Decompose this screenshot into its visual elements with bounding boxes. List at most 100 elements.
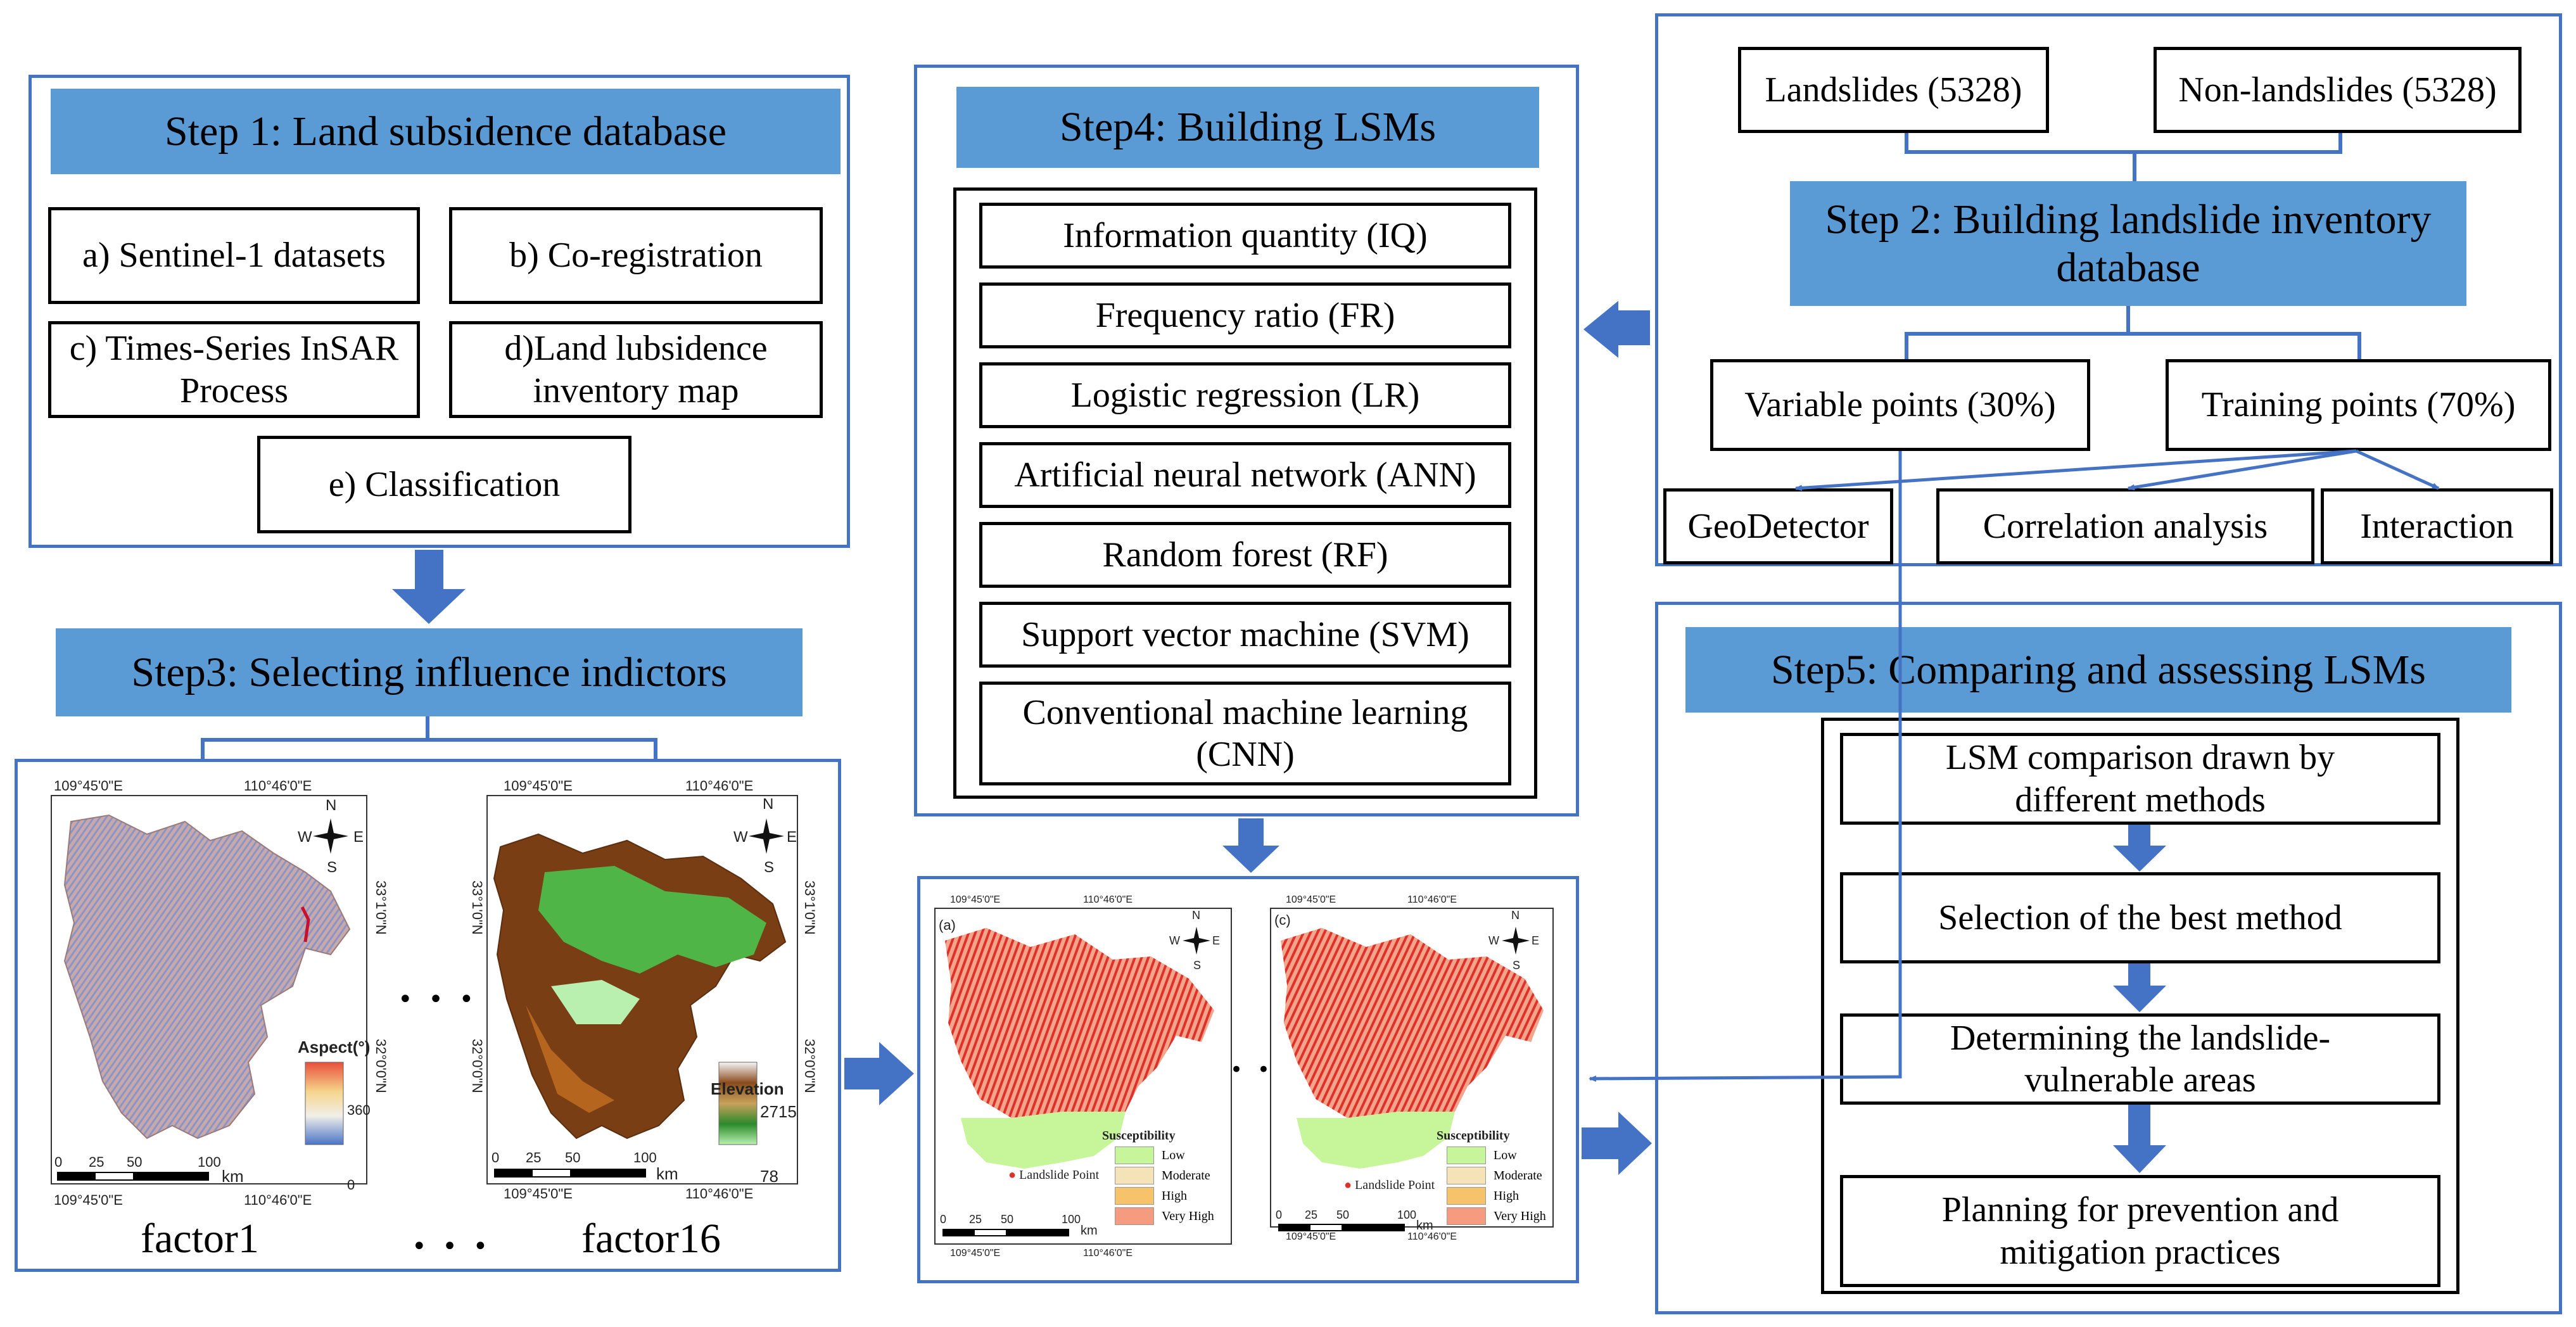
step1-box-a: a) Sentinel-1 datasets	[48, 207, 420, 304]
lsm-c-east: E	[1532, 934, 1540, 947]
f1-scale-50: 50	[127, 1154, 143, 1170]
f1-lat-bottom: 32°0'0"N	[373, 1039, 389, 1093]
f1-west: W	[298, 829, 312, 846]
step1-panel	[29, 75, 850, 548]
compass-icon	[747, 817, 785, 855]
legend-swatch-high	[1115, 1187, 1154, 1205]
f1-south: S	[327, 859, 338, 876]
f1-scale-100: 100	[198, 1154, 221, 1170]
lsm-c-scale-unit: km	[1416, 1219, 1433, 1233]
landslide-point-marker-icon: ●	[1344, 1178, 1355, 1192]
f1-scale-bar	[57, 1172, 209, 1181]
step2-title: Step 2: Building landslide inventory dat…	[1790, 181, 2466, 306]
step5-planning: Planning for prevention and mitigation p…	[1840, 1175, 2440, 1287]
step1-box-b: b) Co-registration	[449, 207, 823, 304]
brace-factors	[201, 716, 657, 759]
f1-lon-left-top: 109°45'0"E	[54, 778, 123, 794]
f16-lon-left-top: 109°45'0"E	[504, 778, 573, 794]
lsm-a-lon-left-bottom: 109°45'0"E	[950, 1248, 1001, 1259]
legend-very-high: Very High	[1494, 1209, 1546, 1223]
training-points-box: Training points (70%)	[2166, 359, 2551, 451]
lsm-c-label: (c)	[1274, 912, 1291, 928]
lsm-c-scale-50: 50	[1336, 1209, 1350, 1221]
f1-scale-unit: km	[222, 1167, 244, 1186]
factor-ellipsis-bottom: • • •	[412, 1232, 492, 1261]
legend-swatch-moderate	[1115, 1167, 1154, 1184]
lsm-c-north: N	[1511, 909, 1520, 922]
step5-best-method: Selection of the best method	[1840, 872, 2440, 963]
f16-lat-top-right: 33°1'0"N	[802, 880, 818, 935]
factor16-label: factor16	[581, 1216, 721, 1262]
f1-lon-right-top: 110°46'0"E	[244, 778, 312, 794]
compass-icon	[312, 817, 350, 855]
step1-box-e: e) Classification	[257, 436, 631, 533]
f1-east: E	[353, 829, 364, 846]
factor1-label: factor1	[141, 1216, 259, 1262]
lsm-c-west: W	[1488, 934, 1499, 947]
lsm-a-landslide-point: ● Landslide Point	[1008, 1168, 1099, 1183]
lsm-c-lon-right: 110°46'0"E	[1407, 894, 1457, 905]
lsm-a-scale-0: 0	[940, 1213, 947, 1226]
landslides-box: Landslides (5328)	[1738, 47, 2049, 133]
factor-ellipsis-top: • • •	[398, 985, 478, 1014]
legend-swatch-low	[1447, 1146, 1486, 1164]
f16-scale-0: 0	[492, 1150, 500, 1165]
step1-box-d: d)Land lubsidence inventory map	[449, 321, 823, 418]
f1-scale-25: 25	[89, 1154, 105, 1170]
lsm-a-susceptibility: Susceptibility	[1102, 1129, 1176, 1143]
elev-legend-label: Elevation	[711, 1079, 784, 1098]
step3-title: Step3: Selecting influence indictors	[56, 628, 803, 716]
legend-moderate: Moderate	[1162, 1168, 1210, 1183]
arrow-results-to-step5	[1582, 1112, 1652, 1175]
step4-panel	[914, 65, 1579, 816]
legend-swatch-moderate	[1447, 1167, 1486, 1184]
step3-panel	[15, 759, 841, 1272]
lsm-c-lon-right-bottom: 110°46'0"E	[1407, 1231, 1457, 1242]
f1-north: N	[326, 797, 337, 814]
f16-lat-bottom: 32°0'0"N	[469, 1039, 485, 1093]
lsm-a-lon-left: 109°45'0"E	[950, 894, 1001, 905]
compass-icon	[1182, 926, 1211, 955]
landslide-point-marker-icon: ●	[1008, 1168, 1020, 1182]
legend-very-high: Very High	[1162, 1209, 1214, 1223]
lsm-a-scale-unit: km	[1081, 1224, 1098, 1238]
step5-comparison: LSM comparison drawn by different method…	[1840, 733, 2440, 825]
f1-lon-right-bottom: 110°46'0"E	[244, 1192, 312, 1208]
aspect-legend-max: 360	[347, 1102, 371, 1118]
lsm-a-label: (a)	[939, 917, 956, 933]
lsm-a-scale-50: 50	[1001, 1213, 1014, 1226]
lsm-c-scale-25: 25	[1305, 1209, 1318, 1221]
step4-title: Step4: Building LSMs	[956, 87, 1539, 168]
legend-high: High	[1494, 1188, 1519, 1203]
method-fr: Frequency ratio (FR)	[979, 283, 1511, 348]
legend-swatch-very-high	[1447, 1207, 1486, 1225]
legend-low: Low	[1162, 1148, 1185, 1162]
variable-points-box: Variable points (30%)	[1710, 359, 2090, 451]
compass-icon	[1501, 926, 1530, 955]
legend-high: High	[1162, 1188, 1187, 1203]
lsm-a-lon-right-bottom: 110°46'0"E	[1083, 1248, 1133, 1259]
legend-moderate: Moderate	[1494, 1168, 1542, 1183]
methods-frame	[953, 187, 1537, 799]
legend-swatch-high	[1447, 1187, 1486, 1205]
lsm-c-south: S	[1513, 959, 1521, 972]
f16-scale-unit: km	[656, 1164, 678, 1183]
method-rf: Random forest (RF)	[979, 522, 1511, 588]
f1-scale-0: 0	[54, 1154, 63, 1170]
lsm-c-landslide-point-text: Landslide Point	[1355, 1178, 1435, 1192]
f16-lon-right-top: 110°46'0"E	[685, 778, 754, 794]
f16-scale-25: 25	[526, 1150, 542, 1165]
step5-title: Step5: Comparing and assessing LSMs	[1685, 627, 2511, 713]
lsm-c-landslide-point: ● Landslide Point	[1344, 1178, 1435, 1193]
arrow-step2-to-step4	[1583, 301, 1650, 358]
lsm-a-scale-100: 100	[1062, 1213, 1081, 1226]
arrow-step3-to-results	[844, 1042, 914, 1105]
aspect-map	[51, 795, 367, 1184]
f16-scale-100: 100	[633, 1150, 657, 1165]
lsm-a-legend: Low Moderate High Very High	[1115, 1146, 1214, 1225]
f16-lon-right-bottom: 110°46'0"E	[685, 1186, 754, 1202]
method-ann: Artificial neural network (ANN)	[979, 442, 1511, 508]
legend-low: Low	[1494, 1148, 1517, 1162]
method-svm: Support vector machine (SVM)	[979, 602, 1511, 668]
f16-lat-bottom-right: 32°0'0"N	[802, 1039, 818, 1093]
